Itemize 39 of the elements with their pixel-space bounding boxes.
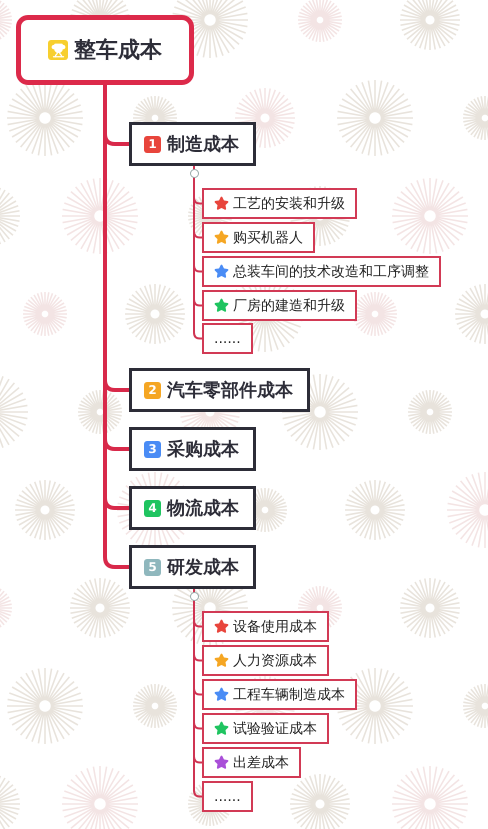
- subtopic-text: 试验验证成本: [233, 720, 317, 738]
- root-topic-box: [16, 15, 194, 85]
- subtopic-box: [202, 222, 315, 253]
- topic-box: [129, 545, 256, 589]
- subtopic-box: [202, 290, 357, 321]
- topic-title: 汽车零部件成本: [167, 379, 293, 402]
- topic-title: 整车成本: [74, 37, 162, 65]
- topic-box: [129, 486, 256, 530]
- subtopic-text: 人力资源成本: [233, 652, 317, 670]
- subtopic-box: [202, 188, 357, 219]
- subtopic-text: 厂房的建造和升级: [233, 296, 345, 314]
- topic-title: 采购成本: [167, 438, 239, 461]
- subtopic-text: 总装车间的技术改造和工序调整: [233, 262, 429, 280]
- subtopic-text: ......: [214, 788, 241, 804]
- subtopic-text: 工艺的安装和升级: [233, 194, 345, 212]
- subtopic-text: 设备使用成本: [233, 618, 317, 636]
- subtopic-box: [202, 323, 253, 354]
- subtopic-text: 工程车辆制造成本: [233, 686, 345, 704]
- number-badge: 2: [144, 382, 161, 398]
- number-badge: 4: [144, 500, 161, 516]
- topic-title: 研发成本: [167, 556, 239, 579]
- subtopic-box: [202, 256, 441, 287]
- topic-title: 物流成本: [167, 497, 239, 520]
- number-badge: 1: [144, 136, 161, 152]
- subtopic-box: [202, 713, 329, 744]
- topic-box: [129, 368, 310, 412]
- number-badge: 3: [144, 440, 161, 458]
- subtopic-text: ......: [214, 330, 241, 346]
- subtopic-text: 出差成本: [233, 754, 289, 772]
- subtopic-box: [202, 645, 329, 676]
- number-badge: 5: [144, 558, 161, 576]
- topic-box: [129, 122, 256, 166]
- subtopic-box: [202, 679, 357, 710]
- subtopic-box: [202, 747, 301, 778]
- subtopic-box: [202, 781, 253, 812]
- topic-title: 制造成本: [167, 133, 239, 156]
- topic-box: [129, 427, 256, 471]
- subtopic-box: [202, 611, 329, 642]
- subtopic-text: 购买机器人: [233, 228, 303, 246]
